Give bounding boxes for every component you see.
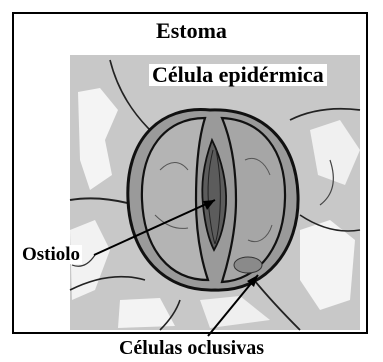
diagram-title: Estoma	[0, 20, 383, 42]
ostiole-label: Ostiolo	[20, 245, 82, 264]
guard-cells-label: Células oclusivas	[0, 338, 383, 358]
guard-cells	[128, 110, 298, 291]
epidermal-cell-label: Célula epidérmica	[149, 64, 327, 86]
